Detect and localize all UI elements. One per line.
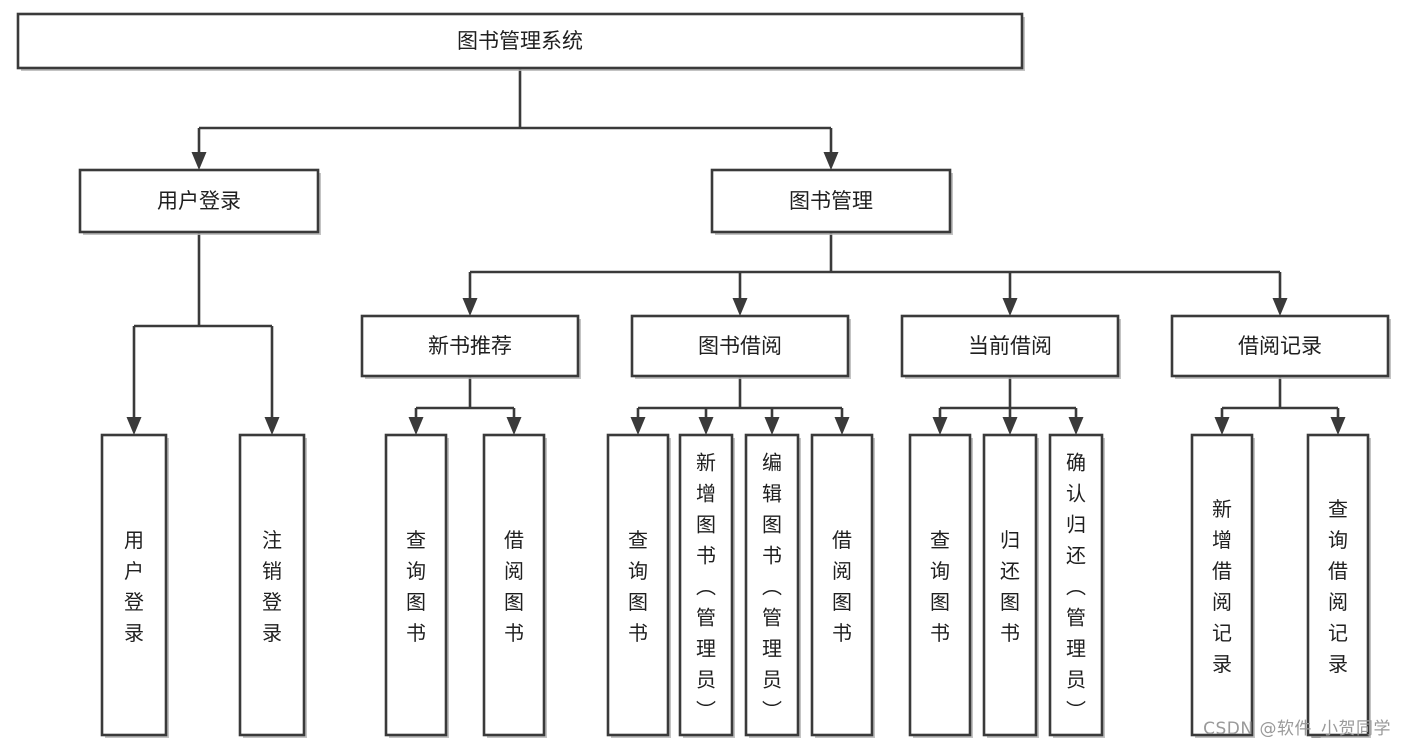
arrow-head-icon xyxy=(1068,417,1084,435)
node-label: 查询图书 xyxy=(406,528,426,645)
node-label: 查询图书 xyxy=(628,528,648,645)
node-label: 图书管理系统 xyxy=(457,29,583,53)
node-label: 用户登录 xyxy=(124,528,144,645)
node-rect[interactable] xyxy=(360,314,580,378)
node-rect[interactable] xyxy=(900,314,1120,378)
node-leaf-query-book-2[interactable]: 查询图书 xyxy=(606,433,671,738)
node-rect[interactable] xyxy=(482,433,546,737)
node-leaf-confirm-return[interactable]: 确认归还︵管理员︶ xyxy=(1048,433,1105,738)
node-rect[interactable] xyxy=(606,433,670,737)
arrow-head-icon xyxy=(698,417,714,435)
node-label: 借阅图书 xyxy=(504,528,524,645)
node-leaf-borrow-book-1[interactable]: 借阅图书 xyxy=(482,433,547,738)
node-current-borrow[interactable]: 当前借阅 xyxy=(900,314,1121,379)
node-label: 图书管理 xyxy=(789,189,873,213)
connector-layer xyxy=(126,68,1346,435)
node-rect[interactable] xyxy=(1306,433,1370,737)
node-leaf-query-record[interactable]: 查询借阅记录 xyxy=(1306,433,1371,738)
node-rect[interactable] xyxy=(1170,314,1390,378)
node-rect[interactable] xyxy=(78,168,320,234)
arrow-head-icon xyxy=(823,152,839,170)
arrow-head-icon xyxy=(506,417,522,435)
arrow-head-icon xyxy=(764,417,780,435)
node-label: 用户登录 xyxy=(157,189,241,213)
node-label: 当前借阅 xyxy=(968,334,1052,358)
node-label: 新书推荐 xyxy=(428,334,512,358)
node-borrow-record[interactable]: 借阅记录 xyxy=(1170,314,1391,379)
node-leaf-add-record[interactable]: 新增借阅记录 xyxy=(1190,433,1255,738)
node-rect[interactable] xyxy=(384,433,448,737)
arrow-head-icon xyxy=(1214,417,1230,435)
node-rect[interactable] xyxy=(908,433,972,737)
node-rect[interactable] xyxy=(630,314,850,378)
node-leaf-borrow-book-2[interactable]: 借阅图书 xyxy=(810,433,875,738)
node-label: 注销登录 xyxy=(262,528,282,645)
node-leaf-edit-book[interactable]: 编辑图书︵管理员︶ xyxy=(744,433,801,738)
node-new-book-rec[interactable]: 新书推荐 xyxy=(360,314,581,379)
node-rect[interactable] xyxy=(744,433,800,737)
arrow-head-icon xyxy=(126,417,142,435)
node-label: 新增图书︵管理员︶ xyxy=(696,451,716,723)
node-leaf-logout[interactable]: 注销登录 xyxy=(238,433,307,738)
node-label: 借阅图书 xyxy=(832,528,852,645)
arrow-head-icon xyxy=(932,417,948,435)
node-leaf-user-login[interactable]: 用户登录 xyxy=(100,433,169,738)
node-label: 图书借阅 xyxy=(698,334,782,358)
node-label: 新增借阅记录 xyxy=(1212,497,1232,676)
node-leaf-query-book-3[interactable]: 查询图书 xyxy=(908,433,973,738)
node-rect[interactable] xyxy=(678,433,734,737)
arrow-head-icon xyxy=(1002,298,1018,316)
node-book-borrow[interactable]: 图书借阅 xyxy=(630,314,851,379)
arrow-head-icon xyxy=(834,417,850,435)
node-leaf-query-book-1[interactable]: 查询图书 xyxy=(384,433,449,738)
arrow-head-icon xyxy=(408,417,424,435)
node-rect[interactable] xyxy=(810,433,874,737)
arrow-head-icon xyxy=(732,298,748,316)
node-label: 查询图书 xyxy=(930,528,950,645)
node-leaf-add-book[interactable]: 新增图书︵管理员︶ xyxy=(678,433,735,738)
node-label: 确认归还︵管理员︶ xyxy=(1066,451,1086,723)
arrow-head-icon xyxy=(1272,298,1288,316)
node-layer: 图书管理系统用户登录图书管理新书推荐图书借阅当前借阅借阅记录用户登录注销登录查询… xyxy=(16,12,1391,738)
node-rect[interactable] xyxy=(982,433,1038,737)
node-label: 归还图书 xyxy=(1000,528,1020,645)
node-root[interactable]: 图书管理系统 xyxy=(16,12,1025,71)
arrow-head-icon xyxy=(1330,417,1346,435)
arrow-head-icon xyxy=(1002,417,1018,435)
arrow-head-icon xyxy=(630,417,646,435)
node-rect[interactable] xyxy=(710,168,952,234)
arrow-head-icon xyxy=(264,417,280,435)
node-rect[interactable] xyxy=(16,12,1024,70)
node-rect[interactable] xyxy=(1048,433,1104,737)
node-book-manage[interactable]: 图书管理 xyxy=(710,168,953,235)
node-label: 查询借阅记录 xyxy=(1328,497,1348,676)
arrow-head-icon xyxy=(191,152,207,170)
node-rect[interactable] xyxy=(238,433,306,737)
node-rect[interactable] xyxy=(1190,433,1254,737)
node-user-login[interactable]: 用户登录 xyxy=(78,168,321,235)
node-leaf-return-book[interactable]: 归还图书 xyxy=(982,433,1039,738)
node-label: 编辑图书︵管理员︶ xyxy=(762,451,782,723)
node-rect[interactable] xyxy=(100,433,168,737)
node-label: 借阅记录 xyxy=(1238,334,1322,358)
arrow-head-icon xyxy=(462,298,478,316)
